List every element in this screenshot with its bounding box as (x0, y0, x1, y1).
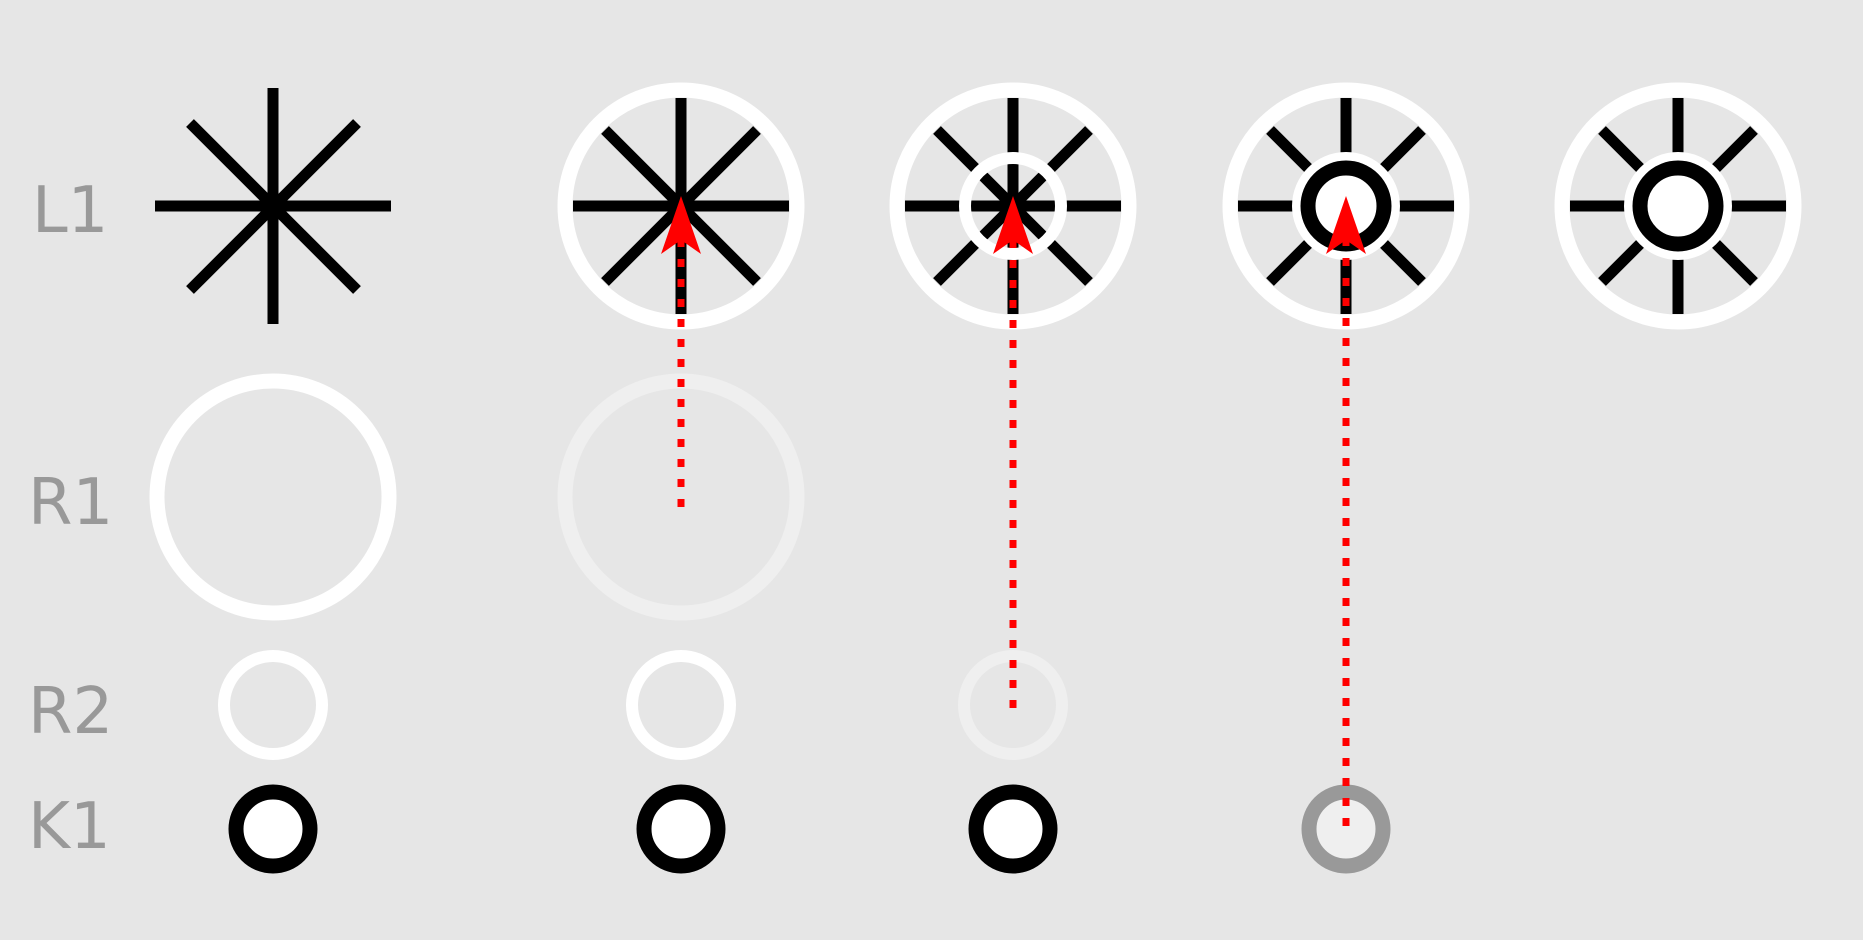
row-label-r1: R1 (28, 466, 113, 540)
dot-k1 (228, 784, 318, 874)
hub-dot (1632, 160, 1724, 252)
ring-r1 (149, 373, 397, 621)
ring-r2 (218, 650, 328, 760)
row-label-k1: K1 (28, 790, 111, 864)
column-4 (1222, 82, 1470, 874)
row-label-l1: L1 (32, 174, 108, 248)
column-2 (557, 82, 805, 874)
column-5 (1554, 82, 1802, 330)
dot-k1 (636, 784, 726, 874)
column-1 (149, 88, 397, 874)
column-3 (889, 82, 1137, 874)
ring-r2-faded (958, 650, 1068, 760)
dot-k1-faded (1301, 784, 1391, 874)
row-label-r2: R2 (28, 675, 113, 749)
dot-k1 (968, 784, 1058, 874)
red-arrow-icon (993, 196, 1033, 254)
asterisk-shape (155, 88, 391, 324)
ring-r2 (626, 650, 736, 760)
red-arrow-icon (661, 196, 701, 254)
inner-ring (959, 152, 1067, 260)
ring-r1-faded (557, 373, 805, 621)
red-arrow-icon (1326, 196, 1366, 254)
wheel-ring (1554, 82, 1802, 330)
